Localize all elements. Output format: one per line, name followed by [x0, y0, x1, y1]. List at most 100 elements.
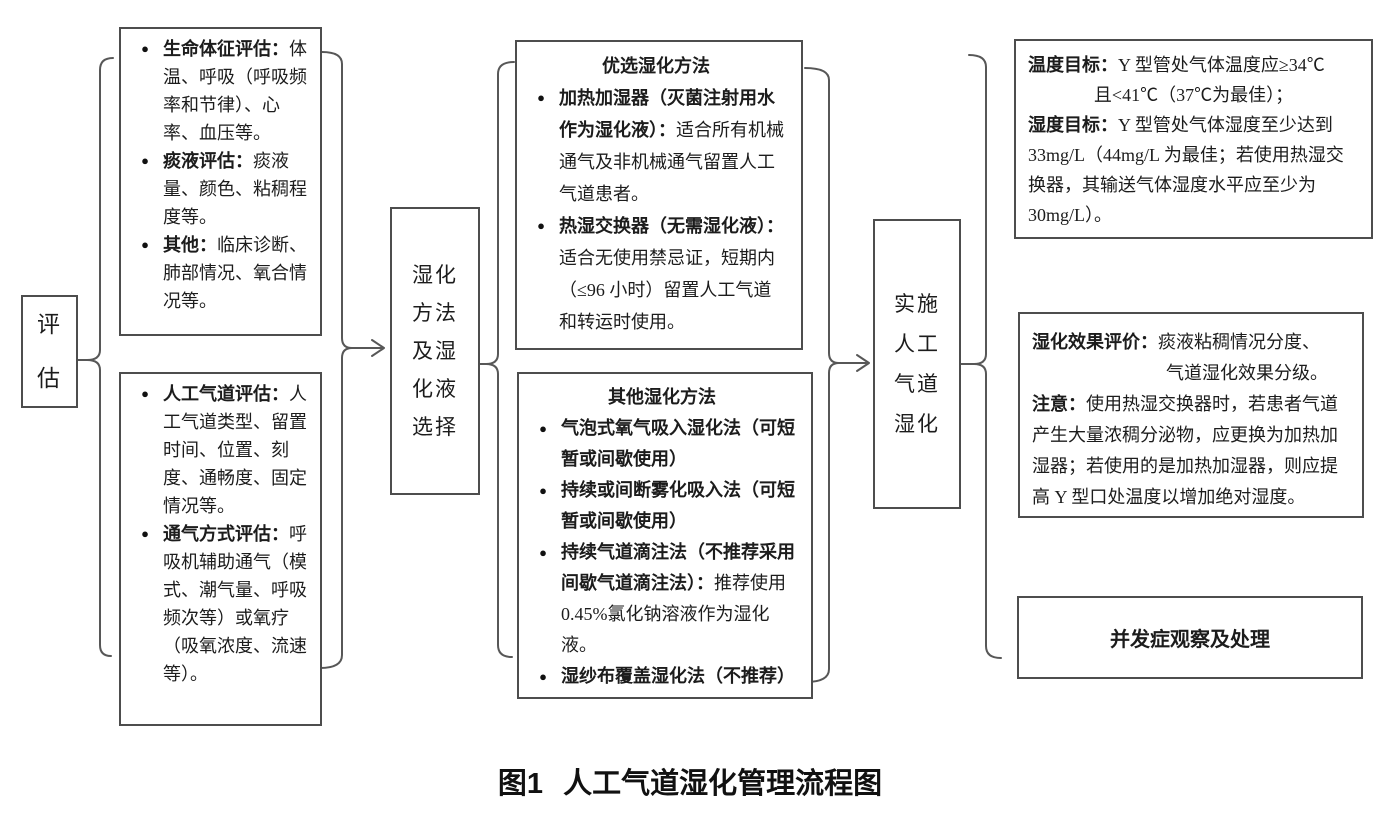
- temp-target-text-1: Y 型管处气体温度应≥34℃: [1118, 55, 1325, 75]
- airway-item-2: ● 通气方式评估：呼吸机辅助通气（模式、潮气量、呼吸频次等）或氧疗（吸氧浓度、流…: [127, 520, 310, 688]
- preferred-methods-box: 优选湿化方法 ● 加热加湿器（灭菌注射用水作为湿化液）：适合所有机械通气及非机械…: [515, 40, 803, 350]
- brace-method-distribute: [485, 61, 515, 658]
- implement-line-2: 人工: [894, 332, 940, 356]
- evaluation-line-1: 湿化效果评价：痰液粘稠情况分度、: [1032, 327, 1350, 358]
- vital-item-1-body: 体温、呼吸（呼吸频率和节律）、心率、血压等。: [163, 39, 307, 143]
- vital-item-3: ● 其他：临床诊断、肺部情况、氧合情况等。: [127, 231, 310, 315]
- vital-item-2-body: 痰液量、颜色、粘稠程度等。: [163, 151, 307, 227]
- other-item-3: ● 持续气道滴注法（不推荐采用间歇气道滴注法）：推荐使用 0.45%氯化钠溶液作…: [525, 537, 799, 661]
- airway-item-2-body: 呼吸机辅助通气（模式、潮气量、呼吸频次等）或氧疗（吸氧浓度、流速等）。: [163, 524, 307, 684]
- preferred-item-1-label: 加热加湿器（灭菌注射用水作为湿化液）：: [559, 88, 775, 140]
- preferred-item-2: ● 热湿交换器（无需湿化液）： 适合无使用禁忌证，短期内（≤96 小时）留置人工气…: [523, 210, 789, 338]
- temp-target-line: 温度目标：Y 型管处气体温度应≥34℃: [1028, 50, 1359, 80]
- method-select-line-1: 湿化: [412, 263, 458, 287]
- preferred-item-2-body: 适合无使用禁忌证，短期内（≤96 小时）留置人工气道和转运时使用。: [559, 248, 775, 332]
- airway-item-2-text: 通气方式评估：呼吸机辅助通气（模式、潮气量、呼吸频次等）或氧疗（吸氧浓度、流速等…: [163, 520, 310, 688]
- note-line: 注意：使用热湿交换器时，若患者气道产生大量浓稠分泌物，应更换为加热加湿器；若使用…: [1032, 389, 1350, 513]
- bullet-icon: ●: [141, 153, 149, 168]
- method-select-line-3: 及湿: [412, 339, 458, 363]
- other-item-1: ● 气泡式氧气吸入湿化法（可短暂或间歇使用）: [525, 413, 799, 475]
- other-item-1-text: 气泡式氧气吸入湿化法（可短暂或间歇使用）: [561, 413, 799, 475]
- note-text: 使用热湿交换器时，若患者气道产生大量浓稠分泌物，应更换为加热加湿器；若使用的是加…: [1032, 394, 1338, 507]
- other-item-4-text: 湿纱布覆盖湿化法（不推荐）: [561, 661, 799, 692]
- preferred-item-2-text: 热湿交换器（无需湿化液）： 适合无使用禁忌证，短期内（≤96 小时）留置人工气道和…: [559, 210, 789, 338]
- evaluation-text-1: 痰液粘稠情况分度、: [1158, 332, 1320, 352]
- vital-signs-box: ● 生命体征评估：体温、呼吸（呼吸频率和节律）、心率、血压等。 ● 痰液评估：痰…: [119, 27, 322, 336]
- humidity-target-text: Y 型管处气体湿度至少达到33mg/L（44mg/L 为最佳；若使用热湿交换器，…: [1028, 115, 1344, 225]
- other-title: 其他湿化方法: [608, 387, 716, 407]
- vital-item-1-text: 生命体征评估：体温、呼吸（呼吸频率和节律）、心率、血压等。: [163, 35, 310, 147]
- method-select-line-4: 化液: [412, 377, 458, 401]
- complication-title: 并发症观察及处理: [1110, 629, 1270, 651]
- preferred-title: 优选湿化方法: [602, 56, 710, 76]
- note-label: 注意：: [1032, 394, 1086, 414]
- brace-assess-distribute: [86, 57, 114, 657]
- vital-item-3-body: 临床诊断、肺部情况、氧合情况等。: [163, 235, 307, 311]
- airway-item-1-body: 人工气道类型、留置时间、位置、刻度、通畅度、固定情况等。: [163, 384, 307, 516]
- other-item-4: ● 湿纱布覆盖湿化法（不推荐）: [525, 661, 799, 692]
- evaluation-text-2: 气道湿化效果分级。: [1166, 363, 1328, 383]
- bullet-icon: ●: [141, 41, 149, 56]
- airway-item-1-text: 人工气道评估：人工气道类型、留置时间、位置、刻度、通畅度、固定情况等。: [163, 380, 310, 520]
- other-item-1-label: 气泡式氧气吸入湿化法（可短暂或间歇使用）: [561, 418, 795, 469]
- bullet-icon: ●: [141, 526, 149, 541]
- preferred-item-1: ● 加热加湿器（灭菌注射用水作为湿化液）：适合所有机械通气及非机械通气留置人工气…: [523, 82, 789, 210]
- preferred-item-1-body: 适合所有机械通气及非机械通气留置人工气道患者。: [559, 120, 784, 204]
- brace-left-collect: [319, 51, 353, 669]
- figure-title: 人工气道湿化管理流程图: [563, 768, 883, 800]
- assess-line-2: 估: [37, 365, 62, 391]
- other-item-3-text: 持续气道滴注法（不推荐采用间歇气道滴注法）：推荐使用 0.45%氯化钠溶液作为湿…: [561, 537, 799, 661]
- complication-box: 并发症观察及处理: [1017, 596, 1363, 679]
- bullet-icon: ●: [141, 237, 149, 252]
- preferred-item-2-label: 热湿交换器（无需湿化液）：: [559, 216, 784, 236]
- other-item-3-label: 持续气道滴注法（不推荐采用间歇气道滴注法）：: [561, 542, 795, 593]
- brace-implement-distribute: [968, 54, 1002, 659]
- assess-line-1: 评: [37, 311, 62, 337]
- figure-caption: 图1 人工气道湿化管理流程图: [0, 760, 1380, 802]
- bullet-icon: ●: [537, 90, 545, 105]
- method-select-line-2: 方法: [412, 301, 458, 325]
- targets-box: 温度目标：Y 型管处气体温度应≥34℃ 且<41℃（37℃为最佳）； 湿度目标：…: [1014, 39, 1373, 239]
- evaluation-label: 湿化效果评价：: [1032, 332, 1158, 352]
- assess-box: 评 估: [21, 295, 78, 408]
- airway-item-1-label: 人工气道评估：: [163, 384, 289, 404]
- airway-item-2-label: 通气方式评估：: [163, 524, 289, 544]
- bullet-icon: ●: [537, 218, 545, 233]
- bullet-icon: ●: [539, 421, 547, 436]
- implement-line-4: 湿化: [894, 412, 940, 436]
- preferred-item-1-text: 加热加湿器（灭菌注射用水作为湿化液）：适合所有机械通气及非机械通气留置人工气道患…: [559, 82, 789, 210]
- vital-item-3-text: 其他：临床诊断、肺部情况、氧合情况等。: [163, 231, 310, 315]
- bullet-icon: ●: [539, 545, 547, 560]
- humidity-target-label: 湿度目标：: [1028, 115, 1118, 135]
- vital-item-1-label: 生命体征评估：: [163, 39, 289, 59]
- airway-assess-box: ● 人工气道评估：人工气道类型、留置时间、位置、刻度、通畅度、固定情况等。 ● …: [119, 372, 322, 726]
- temp-target-text-2: 且<41℃（37℃为最佳）；: [1093, 85, 1294, 105]
- vital-item-2-text: 痰液评估：痰液量、颜色、粘稠程度等。: [163, 147, 310, 231]
- vital-item-2: ● 痰液评估：痰液量、颜色、粘稠程度等。: [127, 147, 310, 231]
- figure-number: 图1: [497, 768, 544, 800]
- other-item-2: ● 持续或间断雾化吸入法（可短暂或间歇使用）: [525, 475, 799, 537]
- bullet-icon: ●: [539, 669, 547, 684]
- implement-line-1: 实施: [894, 292, 940, 316]
- method-select-line-5: 选择: [412, 415, 458, 439]
- other-methods-box: 其他湿化方法 ● 气泡式氧气吸入湿化法（可短暂或间歇使用） ● 持续或间断雾化吸…: [517, 372, 813, 699]
- bullet-icon: ●: [539, 483, 547, 498]
- other-item-2-text: 持续或间断雾化吸入法（可短暂或间歇使用）: [561, 475, 799, 537]
- other-item-4-label: 湿纱布覆盖湿化法（不推荐）: [561, 666, 795, 686]
- implement-line-3: 气道: [894, 372, 940, 396]
- vital-item-2-label: 痰液评估：: [163, 151, 253, 171]
- other-item-2-label: 持续或间断雾化吸入法（可短暂或间歇使用）: [561, 480, 795, 531]
- bullet-icon: ●: [141, 386, 149, 401]
- arrow-to-method-select-head: [371, 339, 385, 357]
- method-select-box: 湿化 方法 及湿 化液 选择: [390, 207, 480, 495]
- vital-item-1: ● 生命体征评估：体温、呼吸（呼吸频率和节律）、心率、血压等。: [127, 35, 310, 147]
- vital-item-3-label: 其他：: [163, 235, 217, 255]
- arrow-to-implement-head: [856, 354, 870, 372]
- evaluation-box: 湿化效果评价：痰液粘稠情况分度、 气道湿化效果分级。 注意：使用热湿交换器时，若…: [1018, 312, 1364, 518]
- implement-box: 实施 人工 气道 湿化: [873, 219, 961, 509]
- temp-target-label: 温度目标：: [1028, 55, 1118, 75]
- airway-item-1: ● 人工气道评估：人工气道类型、留置时间、位置、刻度、通畅度、固定情况等。: [127, 380, 310, 520]
- other-item-3-body: 推荐使用 0.45%氯化钠溶液作为湿化液。: [561, 573, 786, 655]
